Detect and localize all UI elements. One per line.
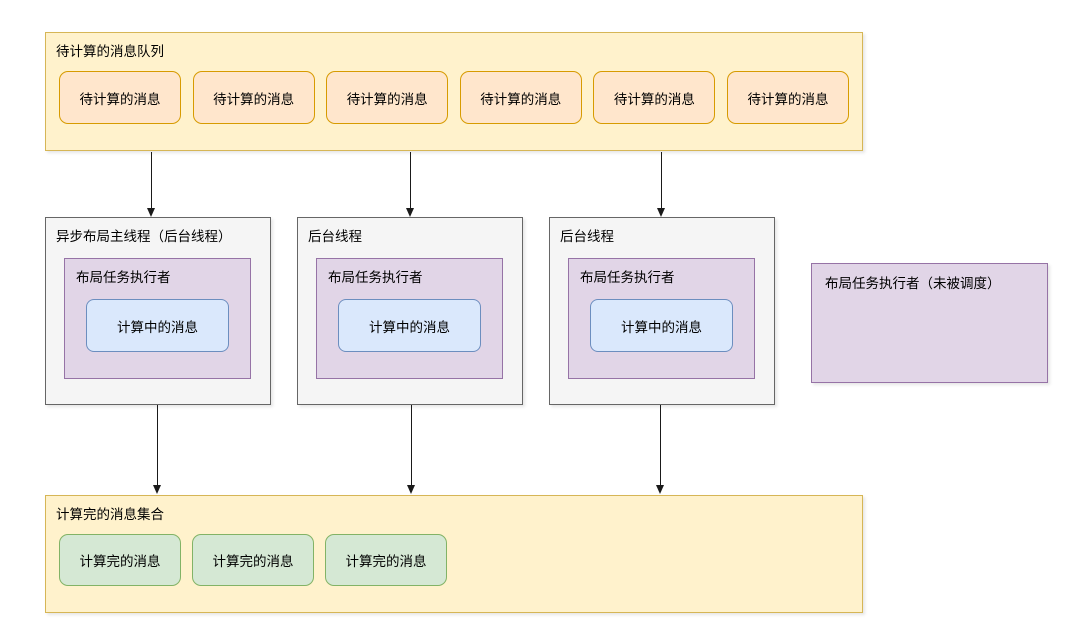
layout-task-executor: 布局任务执行者 计算中的消息	[568, 258, 755, 379]
pending-message: 待计算的消息	[326, 71, 449, 124]
thread-title: 异步布局主线程（后台线程）	[56, 229, 232, 244]
executor-title: 布局任务执行者	[328, 270, 423, 285]
computed-message: 计算完的消息	[325, 534, 447, 586]
arrow-thread-0-to-done	[152, 405, 161, 494]
idle-executor-title: 布局任务执行者（未被调度）	[825, 276, 1001, 291]
idle-layout-task-executor: 布局任务执行者（未被调度）	[811, 263, 1048, 383]
pending-message: 待计算的消息	[593, 71, 716, 124]
thread-title: 后台线程	[308, 229, 362, 244]
background-thread-2: 后台线程 布局任务执行者 计算中的消息	[549, 217, 775, 405]
pending-message: 待计算的消息	[59, 71, 181, 124]
computed-set-title: 计算完的消息集合	[56, 507, 164, 522]
executor-title: 布局任务执行者	[76, 270, 171, 285]
computing-message: 计算中的消息	[590, 299, 733, 352]
background-thread-1: 后台线程 布局任务执行者 计算中的消息	[297, 217, 523, 405]
executor-title: 布局任务执行者	[580, 270, 675, 285]
arrow-queue-to-thread-0	[146, 152, 155, 217]
arrow-thread-2-to-done	[655, 405, 664, 494]
computing-message: 计算中的消息	[338, 299, 481, 352]
pending-message: 待计算的消息	[459, 71, 582, 124]
pending-message: 待计算的消息	[726, 71, 849, 124]
async-layout-main-thread: 异步布局主线程（后台线程） 布局任务执行者 计算中的消息	[45, 217, 271, 405]
arrow-queue-to-thread-2	[656, 152, 665, 217]
computing-message: 计算中的消息	[86, 299, 229, 352]
arrow-thread-1-to-done	[406, 405, 415, 494]
thread-title: 后台线程	[560, 229, 614, 244]
computed-message: 计算完的消息	[59, 534, 181, 586]
computed-row: 计算完的消息 计算完的消息 计算完的消息	[59, 534, 447, 586]
pending-message-queue: 待计算的消息队列 待计算的消息 待计算的消息 待计算的消息 待计算的消息 待计算…	[45, 32, 863, 151]
pending-message: 待计算的消息	[192, 71, 315, 124]
layout-task-executor: 布局任务执行者 计算中的消息	[64, 258, 251, 379]
layout-task-executor: 布局任务执行者 计算中的消息	[316, 258, 503, 379]
computed-message: 计算完的消息	[192, 534, 314, 586]
computed-message-set: 计算完的消息集合 计算完的消息 计算完的消息 计算完的消息	[45, 495, 863, 613]
pending-queue-title: 待计算的消息队列	[56, 44, 164, 59]
pending-queue-row: 待计算的消息 待计算的消息 待计算的消息 待计算的消息 待计算的消息 待计算的消…	[59, 71, 849, 124]
arrow-queue-to-thread-1	[405, 152, 414, 217]
